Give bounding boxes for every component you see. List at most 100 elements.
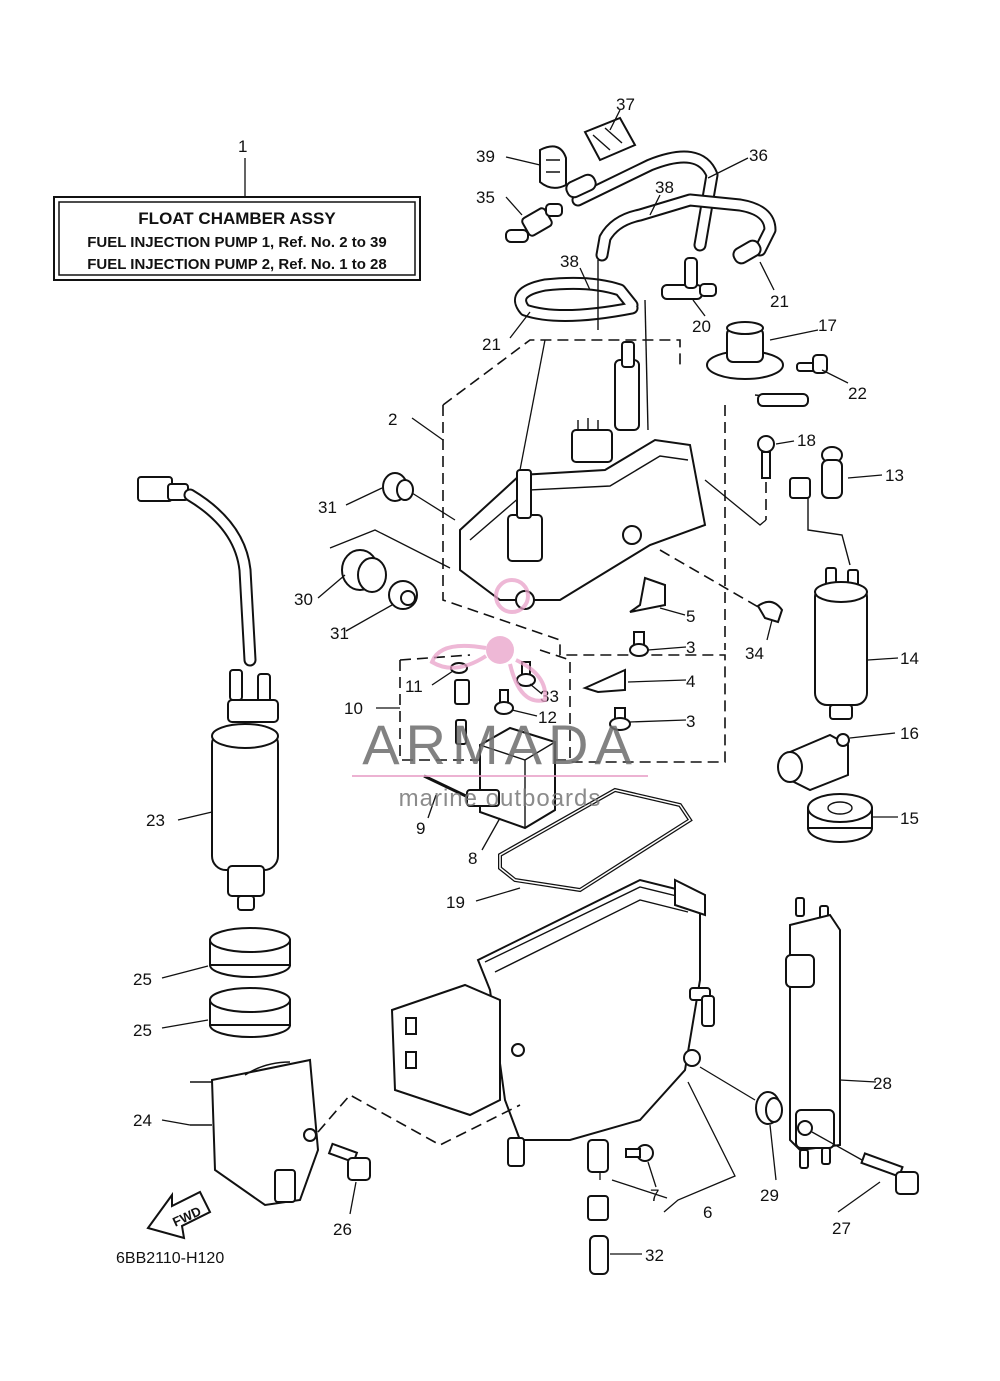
diagram-code: 6BB2110-H120 (116, 1250, 224, 1267)
callout-38-upper: 38 (655, 178, 674, 197)
grommet-31-upper (382, 472, 414, 502)
clip-39 (539, 145, 567, 189)
screw-7 (625, 1144, 654, 1162)
float-chamber-cover-2 (459, 339, 707, 610)
grommet-29 (755, 1091, 783, 1125)
watermark: ARMADA marine outboards (352, 578, 648, 812)
float-8 (466, 726, 556, 830)
callout-6: 6 (703, 1203, 712, 1222)
drain-32 (587, 1195, 609, 1275)
watermark-brand: ARMADA (362, 713, 638, 776)
callout-14: 14 (900, 649, 919, 668)
hose-clamp-end (565, 173, 597, 199)
pump-mount-line (659, 549, 761, 609)
callout-1: 1 (238, 137, 247, 156)
callout-4: 4 (686, 672, 695, 691)
callout-21-right: 21 (770, 292, 789, 311)
callout-22: 22 (848, 384, 867, 403)
fuel-line-vertical (644, 299, 649, 431)
connector-harness (137, 476, 257, 667)
callout-36: 36 (749, 146, 768, 165)
screw-3-lower (609, 707, 631, 731)
assembly-title: FLOAT CHAMBER ASSY (138, 209, 336, 228)
bracket-mount-line (317, 1093, 521, 1146)
t-joint-20 (661, 257, 717, 300)
leader-lines (161, 109, 899, 1255)
grommet-30 (341, 549, 387, 593)
hose-38-upper (595, 193, 777, 262)
callout-31-upper: 31 (318, 498, 337, 517)
screw-18 (757, 435, 775, 479)
bracket-4 (582, 668, 626, 694)
gasket-19-inner (499, 789, 692, 891)
hose-21-end (732, 239, 762, 265)
callout-numbers: 37 39 36 35 38 38 21 20 21 17 22 2 18 13… (133, 95, 919, 1265)
plate-5 (629, 576, 666, 613)
callout-19: 19 (446, 893, 465, 912)
callout-25-upper: 25 (133, 970, 152, 989)
pin-9 (423, 774, 469, 799)
damper-16 (777, 733, 850, 792)
clip-37 (583, 116, 637, 162)
callout-11: 11 (405, 677, 423, 696)
bracket-24 (190, 1058, 320, 1207)
callout-37: 37 (616, 95, 635, 114)
assembly-header: 1 FLOAT CHAMBER ASSY FUEL INJECTION PUMP… (53, 137, 421, 281)
band-25-lower (209, 987, 291, 1038)
bolt-26 (327, 1142, 371, 1181)
assembly-note-pump-1: FUEL INJECTION PUMP 1, Ref. No. 2 to 39 (87, 234, 387, 251)
callout-7: 7 (650, 1186, 659, 1205)
callout-3-upper: 3 (686, 638, 695, 657)
callout-32: 32 (645, 1246, 664, 1265)
screw-12 (494, 689, 514, 715)
callout-17: 17 (818, 316, 837, 335)
callout-18: 18 (797, 431, 816, 450)
callout-25-lower: 25 (133, 1021, 152, 1040)
watermark-logo-mark (429, 578, 548, 703)
callout-30: 30 (294, 590, 313, 609)
fuel-pump-14 (789, 446, 868, 720)
callout-3-lower: 3 (686, 712, 695, 731)
hose-36 (571, 150, 719, 252)
callout-31-lower: 31 (330, 624, 349, 643)
vapor-separator-28 (785, 897, 841, 1169)
grommet-31-lower (388, 580, 418, 610)
callout-26: 26 (333, 1220, 352, 1239)
bolt-27 (860, 1152, 919, 1195)
callout-27: 27 (832, 1219, 851, 1238)
callout-16: 16 (900, 724, 919, 743)
callout-35: 35 (476, 188, 495, 207)
needle-valve (454, 679, 470, 745)
joint-35 (505, 203, 563, 243)
holder-15 (807, 793, 873, 843)
callout-2: 2 (388, 410, 397, 429)
callout-15: 15 (900, 809, 919, 828)
callout-38-lower: 38 (560, 252, 579, 271)
callout-12: 12 (538, 708, 557, 727)
fwd-arrow: FWD (146, 1190, 212, 1240)
callout-5: 5 (686, 607, 695, 626)
callout-8: 8 (468, 849, 477, 868)
callout-39: 39 (476, 147, 495, 166)
clip-34 (756, 600, 784, 624)
float-chamber-6 (390, 878, 715, 1180)
fuel-pump-23 (211, 669, 279, 911)
band-25-upper (209, 927, 291, 978)
callout-10: 10 (344, 699, 363, 718)
callout-28: 28 (873, 1074, 892, 1093)
callout-13: 13 (885, 466, 904, 485)
watermark-tagline: marine outboards (399, 785, 602, 812)
callout-29: 29 (760, 1186, 779, 1205)
pressure-regulator-17 (706, 321, 809, 407)
callout-21-left: 21 (482, 335, 501, 354)
callout-34: 34 (745, 644, 764, 663)
screw-3-upper (629, 631, 649, 657)
callout-9: 9 (416, 819, 425, 838)
callout-23: 23 (146, 811, 165, 830)
screw-22 (796, 354, 828, 374)
callout-20: 20 (692, 317, 711, 336)
hose-38-lower (514, 276, 639, 323)
assembly-note-pump-2: FUEL INJECTION PUMP 2, Ref. No. 1 to 28 (87, 256, 387, 273)
callout-24: 24 (133, 1111, 152, 1130)
